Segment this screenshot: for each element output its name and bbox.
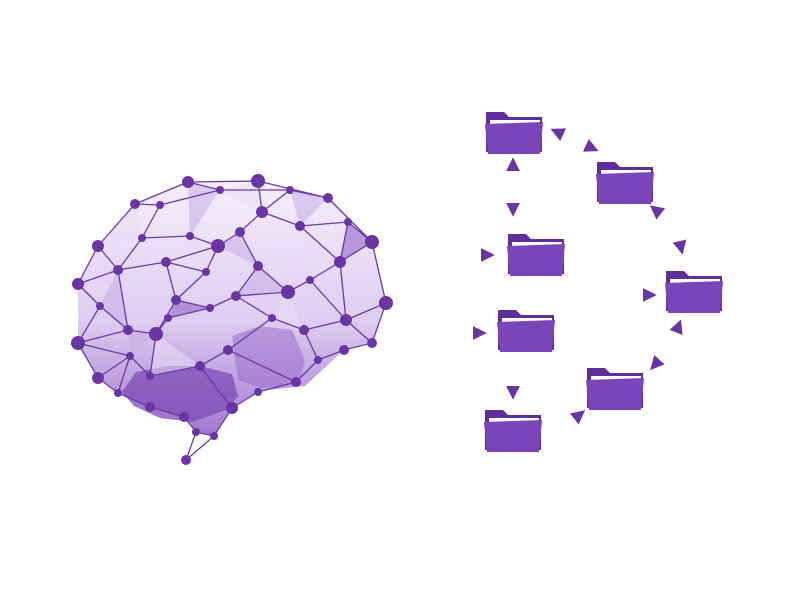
folder-icon[interactable] xyxy=(507,234,565,276)
folder-icon[interactable] xyxy=(484,410,542,452)
folder-icon[interactable] xyxy=(497,310,555,352)
arrow-branch-f5 xyxy=(432,295,484,333)
arrow-f7-f6 xyxy=(546,412,583,428)
arrow-f1-f2 xyxy=(553,130,596,150)
folder-icon[interactable] xyxy=(485,112,543,154)
arrow-f2-f4 xyxy=(652,207,682,252)
arrow-branch-f3 xyxy=(432,255,492,295)
folder-icon[interactable] xyxy=(586,368,644,410)
arrow-f4-f6 xyxy=(652,322,680,368)
folder-icon[interactable] xyxy=(596,162,654,204)
folder-icon[interactable] xyxy=(665,271,723,313)
